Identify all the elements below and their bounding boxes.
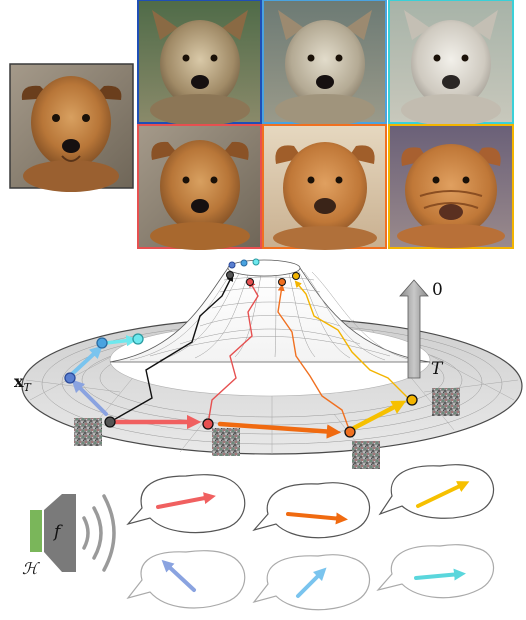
bubble-arrow-red — [156, 492, 216, 509]
h-label: ℋ — [22, 559, 40, 578]
timestep-up-arrow — [399, 279, 429, 379]
point-cyan — [132, 333, 144, 345]
generated-dog-blue-2 — [262, 0, 387, 126]
point-black — [104, 416, 116, 428]
bubble-yellow — [378, 464, 495, 519]
generated-dog-blue-1 — [137, 0, 262, 126]
noise-patch-black — [74, 418, 102, 446]
peak-point-orange — [278, 278, 286, 286]
arrow-bold-blue — [71, 379, 108, 416]
arrow-bold-lightblue — [70, 345, 103, 376]
arrow-bold-cyan — [104, 335, 138, 347]
xT-subscript: T — [24, 381, 33, 394]
bubble-red — [126, 474, 246, 534]
noise-direction-arrows — [70, 335, 407, 439]
noise-patch-red — [212, 428, 240, 456]
point-blue-dark — [64, 372, 76, 384]
peak-point-blue-dark — [228, 261, 236, 269]
denoising-trajectories — [109, 274, 413, 433]
trajectory-orange — [277, 283, 351, 433]
sound-waves-icon — [82, 494, 116, 572]
bubble-orange — [252, 482, 371, 539]
trajectory-points — [64, 333, 418, 438]
arrow-bold-orange — [217, 421, 342, 439]
peak-points — [226, 258, 300, 286]
f-label: f — [52, 522, 63, 542]
generated-dog-yellow — [388, 124, 514, 249]
bubble-cyan — [376, 544, 495, 599]
timestep-T-label: T — [431, 359, 444, 379]
bubble-arrow-lightblue — [296, 567, 327, 598]
point-yellow — [406, 394, 418, 406]
peak-point-black — [226, 271, 234, 279]
arrow-bold-yellow — [351, 400, 407, 431]
point-blue-light — [96, 337, 108, 349]
speaker-icon — [30, 494, 76, 572]
xT-label: xT — [14, 372, 33, 394]
source-dog-image — [9, 63, 134, 192]
peak-point-blue-light — [240, 259, 248, 267]
point-orange — [344, 426, 356, 438]
noise-patch-orange — [352, 441, 380, 469]
trajectory-black — [109, 274, 233, 423]
generated-dog-red — [137, 124, 262, 250]
timestep-zero-label: 0 — [432, 280, 443, 300]
generated-dog-cyan — [388, 0, 514, 126]
bubble-blue — [126, 550, 246, 609]
bubble-arrow-cyan — [414, 568, 466, 581]
bubble-lightblue — [252, 554, 371, 611]
peak-point-red — [246, 278, 254, 286]
bubble-arrow-orange — [286, 512, 348, 525]
point-red — [202, 418, 214, 430]
peak-point-cyan — [252, 258, 260, 266]
trajectory-red — [207, 280, 259, 425]
peak-point-yellow — [292, 272, 300, 280]
trajectory-yellow — [294, 280, 413, 403]
generated-dog-orange — [262, 124, 387, 250]
bubble-arrow-yellow — [416, 481, 470, 508]
bubble-arrow-blue — [161, 559, 196, 592]
noise-patch-yellow — [432, 388, 460, 416]
